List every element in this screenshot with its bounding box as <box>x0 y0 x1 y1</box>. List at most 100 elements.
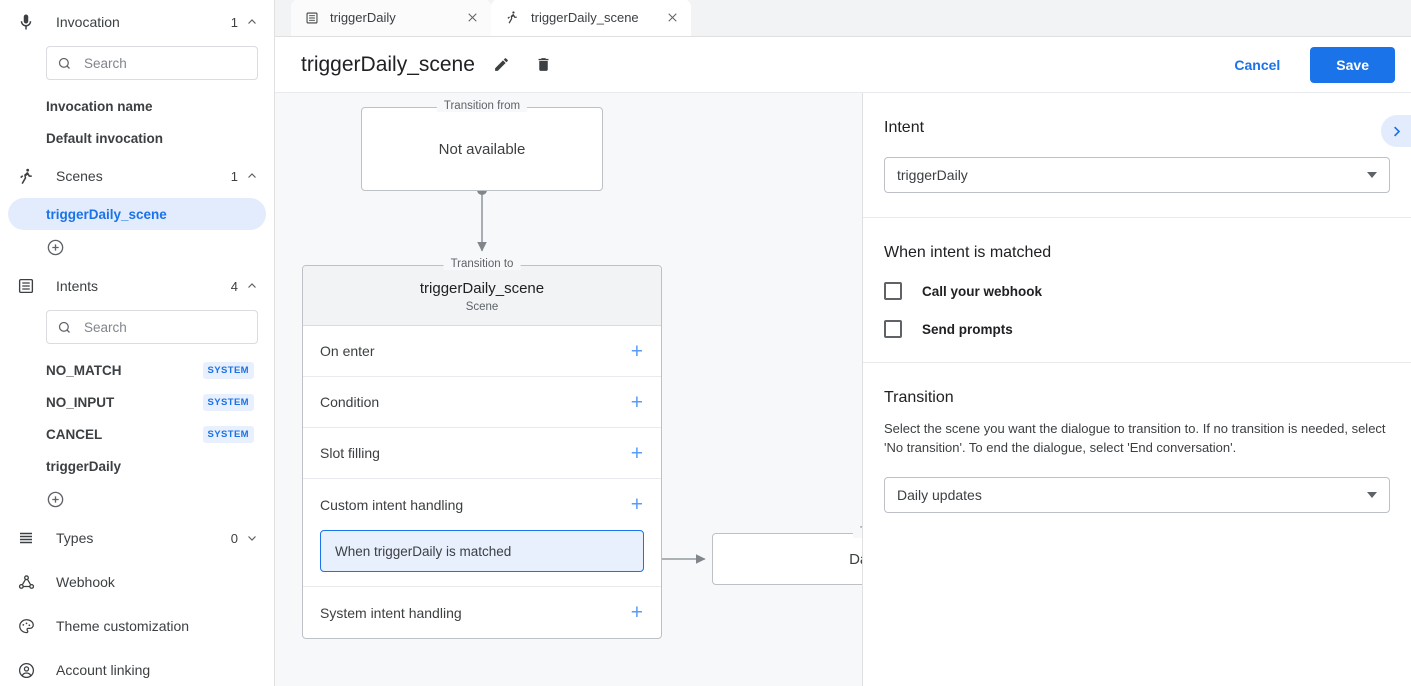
chevron-up-icon[interactable] <box>246 170 258 182</box>
sidebar-item-label: NO_INPUT <box>46 394 115 410</box>
checkbox-call-your-webhook[interactable]: Call your webhook <box>884 282 1390 300</box>
tab-label: triggerDaily <box>330 10 396 25</box>
sidebar-item-label: triggerDaily <box>46 458 122 474</box>
plus-icon[interactable]: + <box>630 441 643 465</box>
panel-heading-when-matched: When intent is matched <box>884 244 1052 261</box>
sidebar-item-label: Default invocation <box>46 130 164 146</box>
target-card-value: Dail <box>849 550 862 568</box>
sidebar-item-webhook[interactable]: Webhook <box>0 560 274 604</box>
scene-row-custom-intent-handling[interactable]: Custom intent handling + <box>303 479 661 530</box>
sidebar-item-no-input[interactable]: NO_INPUT SYSTEM <box>8 386 266 418</box>
intent-handler-chip-label: When triggerDaily is matched <box>335 543 512 559</box>
sidebar-item-triggerdaily-scene[interactable]: triggerDaily_scene <box>8 198 266 230</box>
add-scene-button[interactable] <box>0 230 274 264</box>
sidebar-group-label: Scenes <box>56 168 103 184</box>
add-intent-button[interactable] <box>0 482 274 516</box>
intents-search-box[interactable] <box>46 310 258 344</box>
scene-row-label: Condition <box>320 394 380 410</box>
plus-icon[interactable]: + <box>630 601 643 624</box>
scene-row-on-enter[interactable]: On enter + <box>303 326 661 377</box>
scene-row-condition[interactable]: Condition + <box>303 377 661 428</box>
body-area: Transition from Not available Transition… <box>275 93 1411 686</box>
checkbox-send-prompts[interactable]: Send prompts <box>884 320 1390 338</box>
tab-triggerdaily[interactable]: triggerDaily <box>291 0 491 36</box>
scene-card-subtitle: Scene <box>465 301 499 313</box>
page-header: triggerDaily_scene Cancel Save <box>275 37 1411 93</box>
panel-transition-description: Select the scene you want the dialogue t… <box>884 421 1386 455</box>
status-badge: SYSTEM <box>202 361 254 379</box>
tab-label: triggerDaily_scene <box>531 10 639 25</box>
sidebar-group-count: 1 <box>230 168 238 184</box>
scene-row-label: Slot filling <box>320 445 380 461</box>
close-icon[interactable] <box>663 9 681 27</box>
tab-triggerdaily-scene[interactable]: triggerDaily_scene <box>491 0 691 36</box>
scene-canvas[interactable]: Transition from Not available Transition… <box>275 93 862 686</box>
chevron-down-icon <box>1367 172 1377 178</box>
chevron-up-icon[interactable] <box>246 280 258 292</box>
pencil-icon[interactable] <box>487 50 517 80</box>
search-icon <box>57 56 72 71</box>
sidebar-group-count: 0 <box>230 530 238 546</box>
sidebar-group-count: 4 <box>230 278 238 294</box>
webhook-icon <box>14 570 38 594</box>
intents-icon <box>305 11 319 25</box>
checkbox-label: Call your webhook <box>922 283 1043 299</box>
sidebar-item-triggerdaily[interactable]: triggerDaily <box>8 450 266 482</box>
scene-row-label: On enter <box>320 343 375 359</box>
sidebar-item-label: Theme customization <box>56 618 190 634</box>
sidebar-item-label: CANCEL <box>46 426 103 442</box>
trash-icon[interactable] <box>529 50 559 80</box>
scene-row-label: Custom intent handling <box>320 496 464 513</box>
sidebar-item-invocation-name[interactable]: Invocation name <box>8 90 266 122</box>
sidebar-group-invocation[interactable]: Invocation 1 <box>0 0 274 44</box>
plus-icon[interactable]: + <box>630 339 643 363</box>
sidebar-group-scenes[interactable]: Scenes 1 <box>0 154 274 198</box>
checkbox-box[interactable] <box>884 320 902 338</box>
plus-icon[interactable]: + <box>630 493 643 516</box>
target-transition-card[interactable]: Tr Dail <box>712 526 862 585</box>
plus-icon[interactable]: + <box>630 390 643 414</box>
transition-select[interactable]: Daily updates <box>884 477 1390 513</box>
invocation-search-box[interactable] <box>46 46 258 80</box>
intent-handler-chip[interactable]: When triggerDaily is matched <box>320 530 644 572</box>
cancel-button[interactable]: Cancel <box>1220 48 1294 82</box>
scene-icon <box>505 10 520 25</box>
sidebar-item-default-invocation[interactable]: Default invocation <box>8 122 266 154</box>
scene-node-card: Transition to triggerDaily_scene Scene O… <box>302 258 662 639</box>
sidebar-item-cancel[interactable]: CANCEL SYSTEM <box>8 418 266 450</box>
panel-heading-transition: Transition <box>884 389 954 406</box>
transition-from-value: Not available <box>438 140 526 158</box>
chevron-down-icon[interactable] <box>246 532 258 544</box>
sidebar-item-label: Account linking <box>56 662 151 678</box>
intents-icon <box>14 274 38 298</box>
save-button[interactable]: Save <box>1310 46 1395 83</box>
search-icon <box>57 320 72 335</box>
sidebar-item-no-match[interactable]: NO_MATCH SYSTEM <box>8 354 266 386</box>
sidebar-item-label: Webhook <box>56 574 115 590</box>
sidebar-item-account-linking[interactable]: Account linking <box>0 648 274 686</box>
transition-from-legend: Transition from <box>436 100 528 112</box>
sidebar-group-intents[interactable]: Intents 4 <box>0 264 274 308</box>
scene-card-header: triggerDaily_scene Scene <box>303 266 661 326</box>
intent-select-value: triggerDaily <box>897 167 968 183</box>
sidebar-item-theme-customization[interactable]: Theme customization <box>0 604 274 648</box>
chevron-up-icon[interactable] <box>246 16 258 28</box>
scene-card-title: triggerDaily_scene <box>419 280 545 297</box>
sidebar-group-label: Invocation <box>56 14 120 30</box>
sidebar-group-label: Intents <box>56 278 99 294</box>
scene-row-slot-filling[interactable]: Slot filling + <box>303 428 661 479</box>
invocation-search-input[interactable] <box>82 54 247 72</box>
main-area: triggerDaily triggerDaily_scene triggerD… <box>275 0 1411 686</box>
status-badge: SYSTEM <box>202 393 254 411</box>
sidebar-item-label: NO_MATCH <box>46 362 122 378</box>
close-icon[interactable] <box>463 9 481 27</box>
chevron-right-icon[interactable] <box>1381 115 1411 147</box>
checkbox-box[interactable] <box>884 282 902 300</box>
sidebar-item-label: Invocation name <box>46 98 153 114</box>
transition-to-legend: Transition to <box>443 258 521 270</box>
intents-search-input[interactable] <box>82 318 247 336</box>
intent-select[interactable]: triggerDaily <box>884 157 1390 193</box>
sidebar-group-types[interactable]: Types 0 <box>0 516 274 560</box>
scene-row-system-intent-handling[interactable]: System intent handling + <box>303 587 661 638</box>
